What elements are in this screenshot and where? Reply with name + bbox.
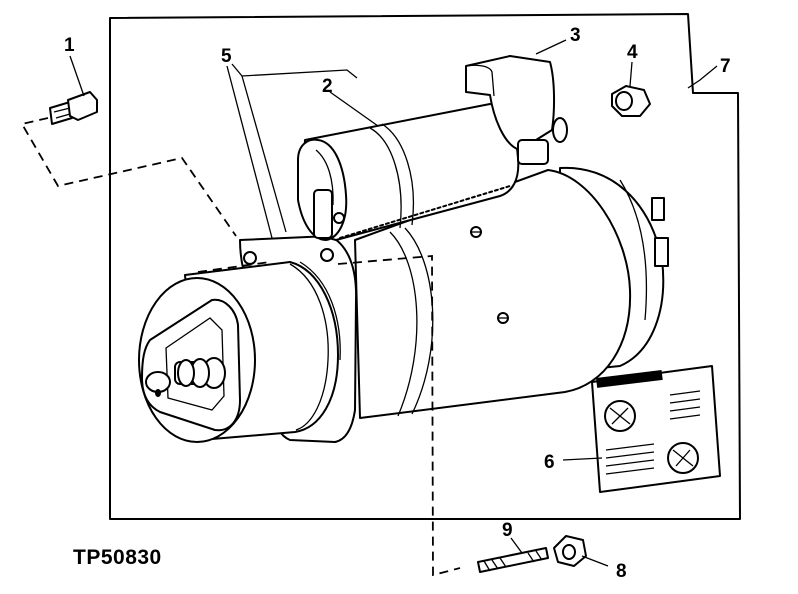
starter-motor [138,166,669,443]
callout-4: 4 [627,42,638,63]
stud-nut [553,535,587,567]
assembly-dashed-lines [20,117,461,577]
callout-6: 6 [544,452,555,473]
assembly-boundary [109,13,741,520]
bolt [49,91,98,125]
danger-heading: DANGER [613,372,649,385]
callout-5: 5 [221,46,232,67]
callout-8: 8 [616,561,627,582]
figure-id: TP50830 [73,546,162,569]
leader-lines [69,39,718,567]
callout-2: 2 [322,76,333,97]
danger-decal: DANGER [591,365,721,493]
callout-7: 7 [720,56,731,77]
callout-1: 1 [64,35,75,56]
callout-3: 3 [570,25,581,46]
callout-9: 9 [502,520,513,541]
terminal-cover [465,55,568,165]
stud [477,547,549,573]
nut [611,85,651,117]
